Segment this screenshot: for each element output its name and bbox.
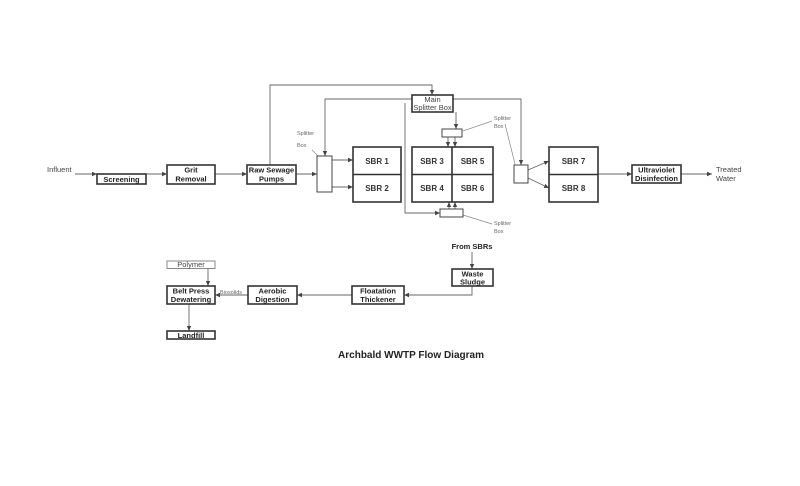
svg-text:Belt Press: Belt Press: [173, 287, 210, 296]
splitter-label-top-2: Box: [494, 124, 504, 130]
sbr-4: SBR 4: [420, 184, 444, 193]
sbr-1-2-block: SBR 1 SBR 2: [352, 146, 402, 203]
sbr-1: SBR 1: [365, 157, 389, 166]
svg-text:Disinfection: Disinfection: [635, 174, 678, 183]
landfill-box: Landfill: [166, 330, 216, 340]
splitter-label-bottom-2: Box: [494, 229, 504, 235]
grit-removal-box: Grit Removal: [166, 164, 216, 185]
sbr-3: SBR 3: [420, 157, 444, 166]
treated-water-label: Treated: [716, 165, 742, 174]
svg-text:Landfill: Landfill: [178, 331, 205, 340]
svg-text:Main: Main: [424, 95, 440, 104]
svg-text:Polymer: Polymer: [177, 260, 205, 269]
svg-text:Floatation: Floatation: [360, 287, 396, 296]
screening-box: Screening: [96, 173, 147, 185]
svg-text:Splitter Box: Splitter Box: [413, 103, 452, 112]
splitter-box-bottom: [439, 208, 464, 218]
belt-press-dewatering-box: Belt Press Dewatering: [166, 285, 216, 305]
sbr-7-8-block: SBR 7 SBR 8: [548, 146, 599, 203]
sbr-2: SBR 2: [365, 184, 389, 193]
influent-label: Influent: [47, 165, 73, 174]
splitter-box-right: [513, 164, 529, 184]
treated-water-label-2: Water: [716, 174, 736, 183]
diagram-title: Archbald WWTP Flow Diagram: [338, 350, 484, 361]
splitter-label-top: Splitter: [494, 116, 511, 122]
from-sbrs-label: From SBRs: [452, 242, 493, 251]
floatation-thickener-box: Floatation Thickener: [351, 285, 405, 305]
splitter-label-left: Splitter: [297, 131, 314, 137]
raw-sewage-pumps-box: Raw Sewage Pumps: [246, 164, 297, 185]
waste-sludge-box: Waste Sludge: [451, 268, 494, 287]
splitter-label-left-2: Box: [297, 143, 307, 149]
main-splitter-box: Main Splitter Box: [411, 94, 454, 113]
sbr-8: SBR 8: [562, 184, 586, 193]
sbr-6: SBR 6: [461, 184, 485, 193]
svg-text:Removal: Removal: [175, 175, 206, 184]
svg-text:Thickener: Thickener: [360, 295, 396, 304]
svg-text:Digestion: Digestion: [255, 295, 290, 304]
svg-text:Aerobic: Aerobic: [259, 287, 287, 296]
svg-text:Sludge: Sludge: [460, 278, 485, 287]
svg-text:Waste: Waste: [462, 270, 484, 279]
sbr-3-6-block: SBR 3 SBR 5 SBR 4 SBR 6: [411, 146, 494, 203]
sbr-7: SBR 7: [562, 157, 586, 166]
svg-text:Screening: Screening: [103, 175, 140, 184]
biosolids-label: Biosolids: [220, 290, 242, 296]
sbr-5: SBR 5: [461, 157, 485, 166]
svg-text:Ultraviolet: Ultraviolet: [638, 166, 675, 175]
splitter-box-top: [441, 128, 463, 138]
polymer-box: Polymer: [166, 260, 216, 269]
aerobic-digestion-box: Aerobic Digestion: [247, 285, 298, 305]
svg-text:Raw Sewage: Raw Sewage: [249, 166, 294, 175]
splitter-label-bottom: Splitter: [494, 221, 511, 227]
flow-lines: [75, 84, 712, 331]
svg-text:Grit: Grit: [184, 166, 198, 175]
svg-text:Pumps: Pumps: [259, 175, 284, 184]
uv-disinfection-box: Ultraviolet Disinfection: [631, 164, 682, 184]
svg-text:Dewatering: Dewatering: [171, 295, 212, 304]
splitter-box-left: [316, 155, 333, 193]
